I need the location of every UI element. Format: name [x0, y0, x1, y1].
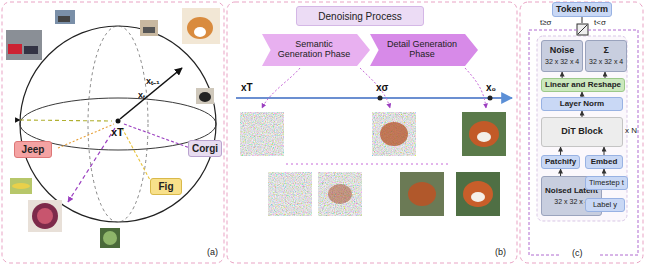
node-text: Label y [593, 201, 617, 209]
node-text: Corgi [192, 143, 218, 154]
node-text: Linear and Reshape [545, 81, 621, 90]
node-text: Embed [591, 158, 618, 167]
state-label: xₜ₋₁ [146, 77, 160, 87]
dashed-path [68, 128, 115, 202]
panel-frame [2, 2, 224, 263]
norm-box: Token Norm [552, 2, 612, 17]
state-label: xσ [376, 82, 388, 93]
dashed-path [20, 120, 112, 121]
trajectory-arrow [120, 68, 182, 119]
center-dot [116, 119, 121, 124]
node-text: Σ [603, 46, 608, 56]
state-label: x₀ [486, 82, 496, 93]
block-box: DiT Block [541, 117, 623, 147]
node-text: Layer Norm [560, 100, 604, 109]
condition-label: t<σ [594, 19, 606, 28]
input-box: Timestep t [585, 176, 628, 190]
panel-label: (b) [495, 248, 506, 258]
flow-arrow [560, 169, 561, 176]
output-box: Noise 32 x 32 x 4 [541, 40, 583, 72]
state-label: xT [241, 82, 253, 93]
node-text: Semantic Generation Phase [272, 40, 356, 60]
node-text: Token Norm [556, 5, 608, 15]
phase-arrow: Semantic Generation Phase [262, 34, 370, 66]
layer-box: Layer Norm [541, 97, 623, 111]
class-tag: Jeep [14, 141, 52, 158]
node-subtext: 32 x 32 x 4 [589, 58, 623, 66]
switch-symbol [578, 25, 587, 34]
dotted-link [360, 68, 390, 108]
dotted-link [286, 164, 450, 165]
dotted-link [262, 68, 300, 108]
title-box: Denoising Process [296, 6, 424, 26]
node-text: Patchify [545, 158, 576, 167]
panel-frame [520, 2, 643, 263]
input-box: Label y [585, 198, 625, 212]
panel-label: (c) [572, 249, 583, 259]
node-text: DiT Block [561, 127, 603, 137]
sample-images [240, 112, 506, 216]
panel-frame [227, 2, 517, 263]
class-tag: Fig [150, 178, 182, 195]
class-tag: Corgi [188, 140, 222, 157]
panel-label: (a) [207, 248, 218, 258]
layer-box: Embed [585, 155, 623, 169]
repeat-label: x N [625, 127, 637, 136]
node-text: Denoising Process [318, 11, 401, 22]
switch-wire [582, 17, 583, 23]
node-text: Fig [159, 181, 174, 192]
sphere [20, 26, 216, 222]
switch-symbol [577, 24, 588, 35]
node-subtext: 32 x 32 x 4 [545, 58, 579, 66]
node-text: Noise [550, 46, 575, 56]
layer-box: Linear and Reshape [541, 78, 625, 92]
thumbnail-images [6, 8, 220, 248]
timeline-arrow [236, 97, 512, 99]
node-text: Detail Generation Phase [380, 40, 464, 60]
condition-label: t≥σ [540, 19, 552, 28]
layer-box: Patchify [541, 155, 580, 169]
dotted-link [465, 68, 486, 108]
meridian [88, 26, 148, 222]
arrow-shape [262, 34, 370, 66]
output-box: Σ 32 x 32 x 4 [585, 40, 627, 72]
flow-arrow [560, 147, 561, 155]
timeline-dot [378, 96, 383, 101]
flow-arrow [604, 169, 605, 176]
flow-arrow [604, 147, 605, 155]
dashed-path [122, 128, 150, 180]
phase-arrow: Detail Generation Phase [370, 34, 478, 66]
arrow-shape [370, 34, 478, 66]
state-label: xT [111, 126, 124, 138]
node-text: Jeep [22, 144, 45, 155]
node-subtext: 32 x 32 x 4 [554, 198, 588, 206]
state-label: xₜ [138, 91, 145, 101]
model-frame [537, 36, 627, 221]
node-text: Timestep t [589, 179, 624, 187]
dashed-path [58, 124, 114, 148]
dashed-path [124, 124, 190, 148]
timeline-dot [488, 96, 493, 101]
